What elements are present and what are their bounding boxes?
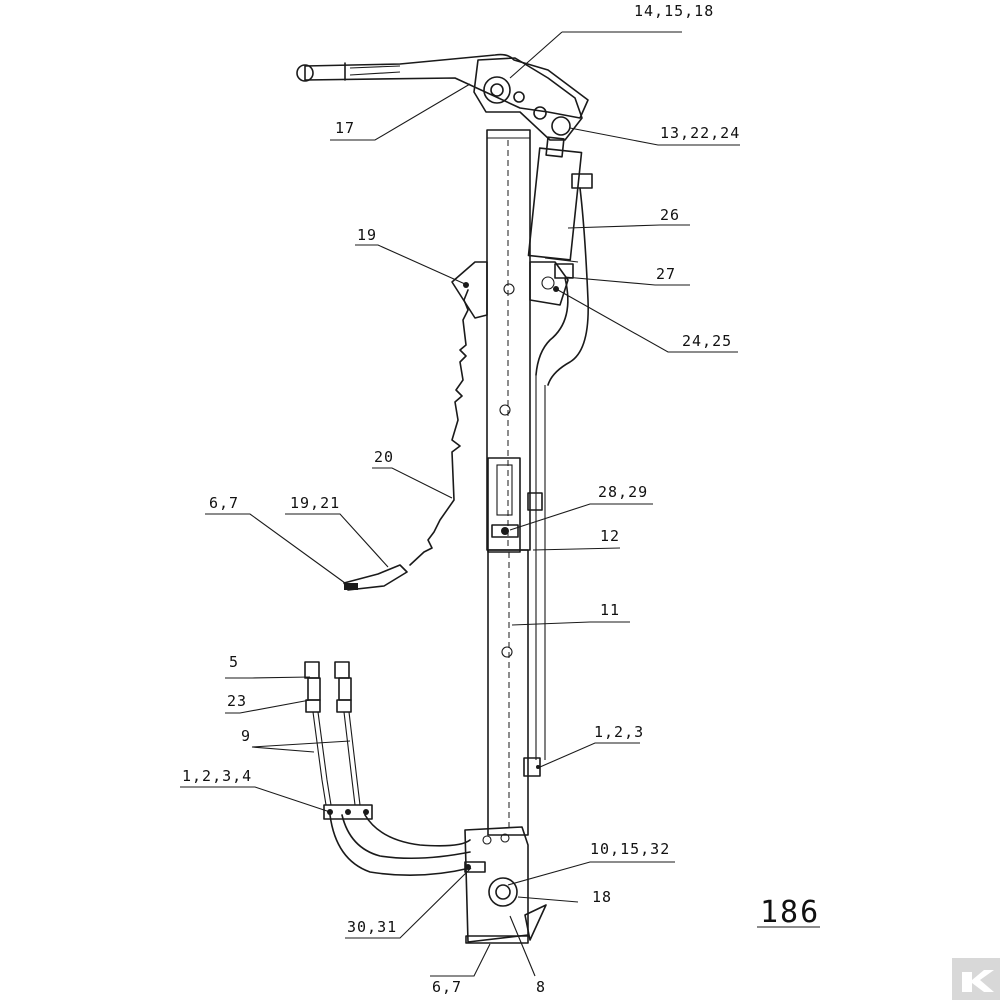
column-fitting — [523, 757, 541, 777]
callout-8: 8 — [536, 978, 546, 996]
callout-1-2-3-4: 1,2,3,4 — [182, 767, 252, 785]
corner-logo — [952, 958, 1000, 1000]
foot-pedal — [343, 564, 408, 591]
callout-10-15-32: 10,15,32 — [590, 840, 670, 858]
callout-30-31: 30,31 — [347, 918, 397, 936]
callout-27: 27 — [656, 265, 676, 283]
callout-24-25: 24,25 — [682, 332, 732, 350]
hydraulic-hoses — [312, 711, 471, 876]
callout-14-15-18: 14,15,18 — [634, 2, 714, 20]
callout-19-21: 19,21 — [290, 494, 340, 512]
callout-20: 20 — [374, 448, 394, 466]
callout-9: 9 — [241, 727, 251, 745]
callout-11: 11 — [600, 601, 620, 619]
callout-26: 26 — [660, 206, 680, 224]
leader-lines — [180, 31, 820, 977]
callout-1-2-3: 1,2,3 — [594, 723, 644, 741]
base-bracket — [464, 826, 547, 944]
callout-6-7-pedal: 6,7 — [209, 494, 239, 512]
callout-28-29: 28,29 — [598, 483, 648, 501]
callout-19: 19 — [357, 226, 377, 244]
quick-couplers — [304, 661, 352, 713]
callout-17: 17 — [335, 119, 355, 137]
callout-18-base: 18 — [592, 888, 612, 906]
hydraulic-cylinder — [527, 136, 593, 279]
main-column — [486, 129, 543, 836]
cylinder-hoses — [535, 187, 589, 760]
callout-23: 23 — [227, 692, 247, 710]
callout-13-22-24: 13,22,24 — [660, 124, 740, 142]
pivot-plate — [473, 57, 583, 141]
spring-cable — [409, 289, 469, 566]
mid-bracket — [451, 261, 569, 319]
hose-clamp — [323, 804, 373, 820]
page-number: 186 — [760, 895, 820, 930]
callout-12: 12 — [600, 527, 620, 545]
callout-6-7-base: 6,7 — [432, 978, 462, 996]
callout-5: 5 — [229, 653, 239, 671]
